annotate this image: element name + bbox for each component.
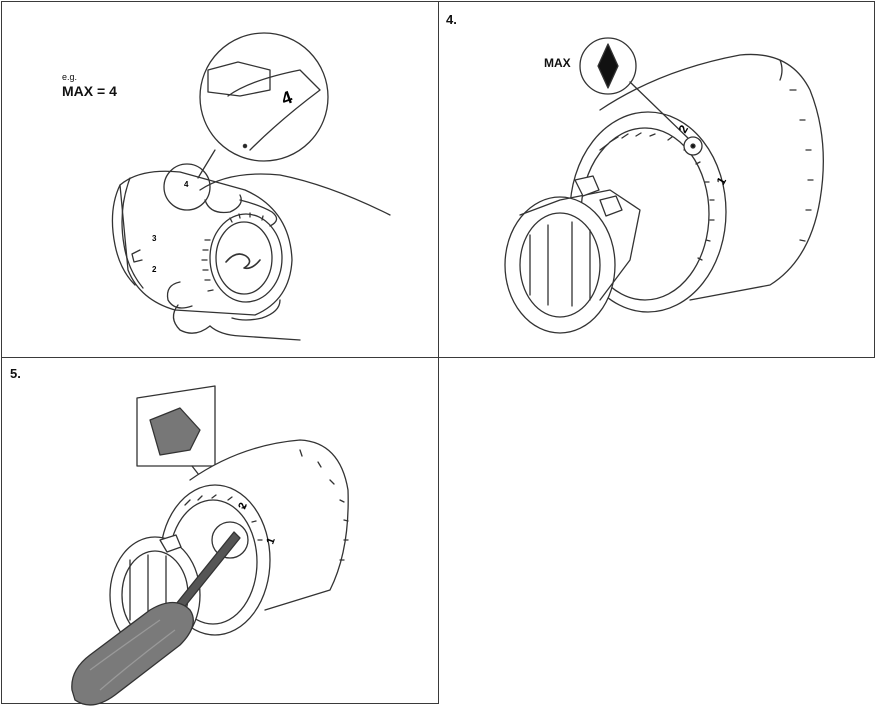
dial-number-3: 3: [152, 234, 157, 243]
panel-empty: [438, 357, 875, 704]
dial-number-2: 2: [152, 265, 157, 274]
dial-number-small: 4: [184, 180, 189, 189]
step-number-5: 5.: [10, 366, 21, 381]
example-label: e.g.: [62, 72, 78, 82]
panel-step-5: [1, 357, 439, 704]
step-number-4: 4.: [446, 12, 457, 27]
max-setting-label: MAX = 4: [62, 83, 117, 99]
panel-step-4: [438, 1, 875, 358]
panel-step-3: [1, 1, 439, 358]
max-label: MAX: [544, 56, 571, 70]
